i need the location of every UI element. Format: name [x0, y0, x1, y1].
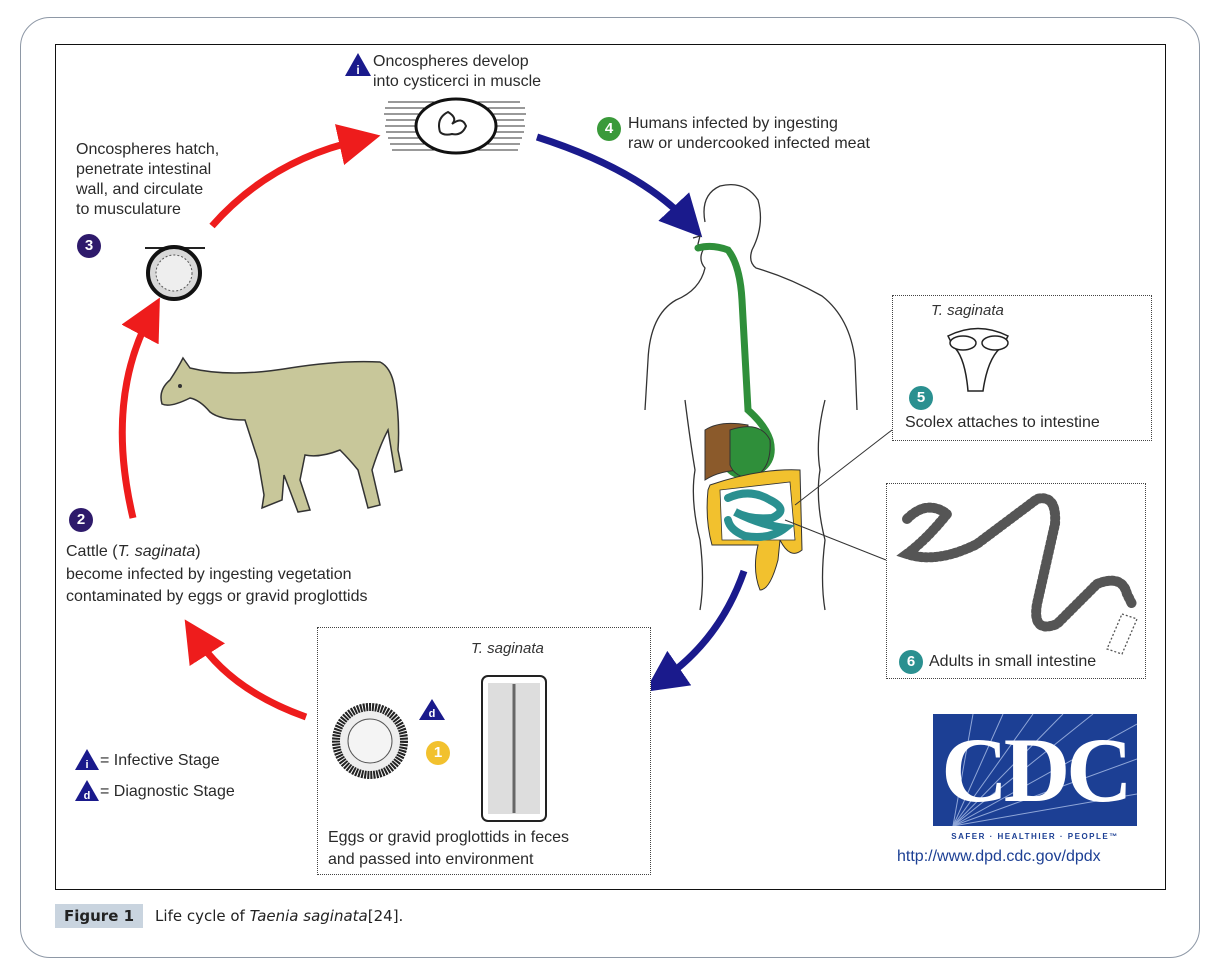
stage-1-diagnostic-marker: d — [429, 708, 436, 720]
stage-4-text-line1: Humans infected by ingesting — [628, 115, 838, 132]
cdc-url-link[interactable]: http://www.dpd.cdc.gov/dpdx — [897, 848, 1101, 865]
stage-4-badge: 4 — [597, 117, 621, 141]
arrow-3-to-i — [209, 124, 381, 229]
legend-diagnostic-text: = Diagnostic Stage — [100, 783, 235, 800]
egg-and-proglottid-illustration: d — [332, 675, 547, 822]
stage-2-text-line1: Cattle (T. saginata) — [66, 542, 201, 562]
stage-3-badge: 3 — [77, 234, 101, 258]
stage-1-species: T. saginata — [471, 640, 544, 657]
figure-label: Figure 1 — [55, 904, 144, 928]
legend-diagnostic-triangle-icon: d — [75, 780, 99, 802]
cdc-tagline: SAFER · HEALTHIER · PEOPLE™ — [951, 832, 1119, 841]
stage-2-text-line2: become infected by ingesting vegetation — [66, 566, 352, 583]
stage-2-text-line3: contaminated by eggs or gravid proglotti… — [66, 588, 368, 605]
stage-2-badge: 2 — [69, 508, 93, 532]
svg-text:i: i — [85, 759, 88, 771]
stage-3-line: wall, and circulate — [76, 181, 204, 198]
stage-1-badge: 1 — [426, 741, 450, 765]
adult-tapeworm-illustration — [896, 493, 1138, 655]
oncosphere-illustration — [145, 245, 205, 301]
caption-prefix: Life cycle of — [155, 907, 245, 925]
legend-infective-triangle-icon: i — [75, 749, 99, 771]
cdc-logo-rays — [952, 714, 1137, 826]
stage-1-text-line2: and passed into environment — [328, 851, 534, 868]
cysticercus-muscle-illustration — [384, 97, 526, 155]
svg-text:i: i — [356, 63, 359, 77]
stage-6-panel: 6 Adults in small intestine — [886, 483, 1146, 679]
stage-2-cattle-label: Cattle ( — [66, 543, 118, 560]
stage-5-text: Scolex attaches to intestine — [905, 414, 1100, 431]
stage-2-close-paren: ) — [195, 543, 201, 560]
scolex-illustration — [946, 327, 1010, 392]
figure-caption: Figure 1 Life cycle of Taenia saginata [… — [55, 903, 403, 929]
stage-5-panel: T. saginata 5 Scolex attaches to intesti… — [892, 295, 1152, 441]
infective-stage-triangle-icon: i — [345, 53, 371, 77]
arrow-1-to-2 — [184, 619, 308, 721]
arrow-2-to-3 — [118, 297, 160, 519]
arrow-i-to-4 — [535, 133, 703, 238]
stage-1-text-line1: Eggs or gravid proglottids in feces — [328, 829, 570, 846]
digestive-tract-illustration — [694, 242, 893, 591]
stage-2-species: T. saginata — [117, 543, 196, 560]
stage-5-badge: 5 — [909, 386, 933, 410]
caption-species: Taenia saginata — [249, 907, 368, 925]
page-frame — [20, 17, 1200, 958]
legend-infective-text: = Infective Stage — [100, 752, 220, 769]
svg-text:d: d — [84, 790, 91, 802]
human-body-illustration — [644, 183, 858, 611]
stage-6-badge: 6 — [899, 650, 923, 674]
stage-4-text-line2: raw or undercooked infected meat — [628, 135, 870, 152]
arrow-6-to-1 — [644, 569, 748, 692]
cattle-illustration — [160, 356, 403, 513]
stage-i-text-line1: Oncospheres develop — [373, 53, 529, 70]
stage-3-line: to musculature — [76, 201, 181, 218]
stage-3-line: Oncospheres hatch, — [76, 141, 220, 158]
stage-1-panel: T. saginata d 1 Eggs or gravid proglotti… — [317, 627, 651, 875]
stage-5-species: T. saginata — [931, 302, 1004, 319]
cdc-logo-letters: CDC — [941, 719, 1132, 821]
stage-i-text-line2: into cysticerci in muscle — [373, 73, 542, 90]
caption-reference: [24]. — [367, 907, 404, 925]
stage-3-line: penetrate intestinal — [76, 161, 212, 178]
stage-6-text: Adults in small intestine — [929, 653, 1097, 670]
cdc-logo: CDC — [933, 714, 1137, 826]
